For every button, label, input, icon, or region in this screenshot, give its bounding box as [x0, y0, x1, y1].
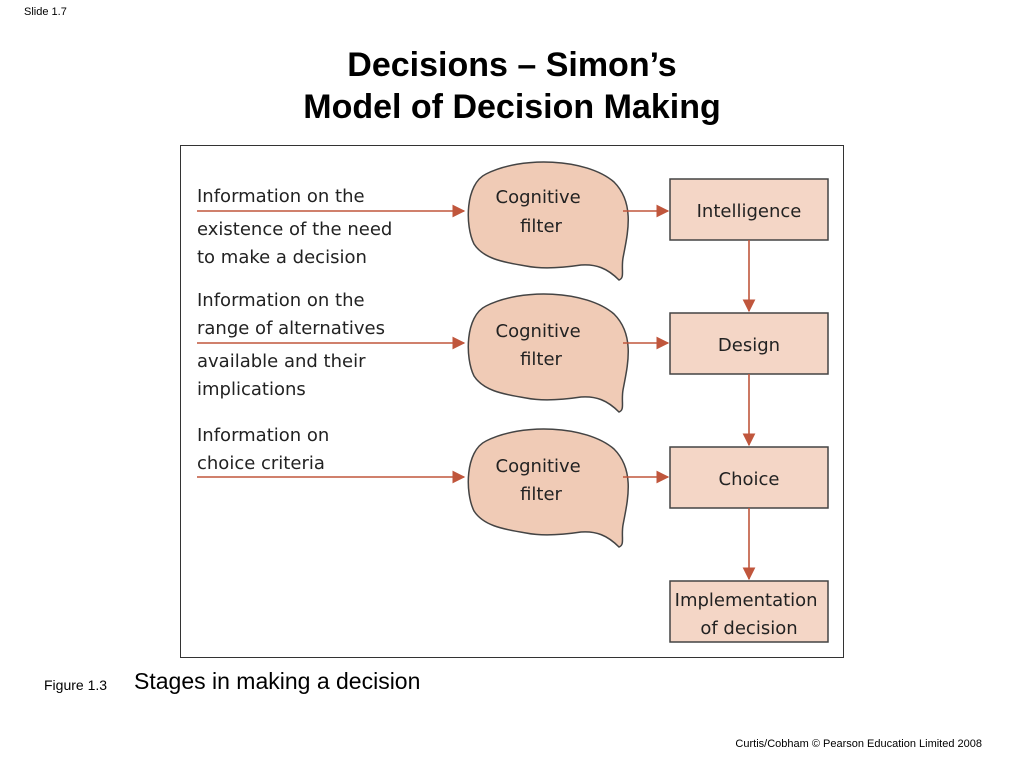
- stage-design: Design: [669, 312, 829, 375]
- svg-text:Cognitive filter: Cognitive filter: [496, 187, 587, 237]
- input-label-choice: Information on choice criteria: [197, 425, 335, 474]
- slide-number: Slide 1.7: [24, 6, 67, 18]
- stage-implementation: Implementation of decision: [669, 580, 829, 643]
- cognitive-filter-1: Cognitive filter: [467, 161, 629, 281]
- cognitive-filter-2: Cognitive filter: [467, 293, 629, 413]
- cognitive-filter-3: Cognitive filter: [467, 428, 629, 548]
- svg-text:Intelligence: Intelligence: [697, 201, 802, 222]
- figure-frame: Information on the existence of the need…: [180, 145, 844, 658]
- figure-label: Figure 1.3: [44, 677, 108, 693]
- svg-text:Implementation of deci: Implementation of decision: [675, 590, 824, 639]
- stage-intelligence: Intelligence: [669, 178, 829, 241]
- title-line-2: Model of Decision Making: [303, 88, 721, 126]
- svg-text:Design: Design: [718, 335, 780, 356]
- svg-text:Choice: Choice: [719, 469, 780, 490]
- svg-text:Cognitive filter: Cognitive filter: [496, 456, 587, 505]
- figure-caption: Stages in making a decision: [134, 668, 421, 694]
- copyright-notice: Curtis/Cobham © Pearson Education Limite…: [735, 738, 982, 750]
- title-line-1: Decisions – Simon’s: [347, 46, 677, 84]
- input-label-intelligence: Information on the existence of the need…: [197, 186, 398, 268]
- stage-choice: Choice: [669, 446, 829, 509]
- slide-title: Decisions – Simon’s Model of Decision Ma…: [0, 44, 1024, 128]
- svg-text:Cognitive filter: Cognitive filter: [496, 321, 587, 370]
- input-label-design: Information on the range of alternatives…: [197, 290, 391, 400]
- decision-diagram: Information on the existence of the need…: [197, 161, 829, 643]
